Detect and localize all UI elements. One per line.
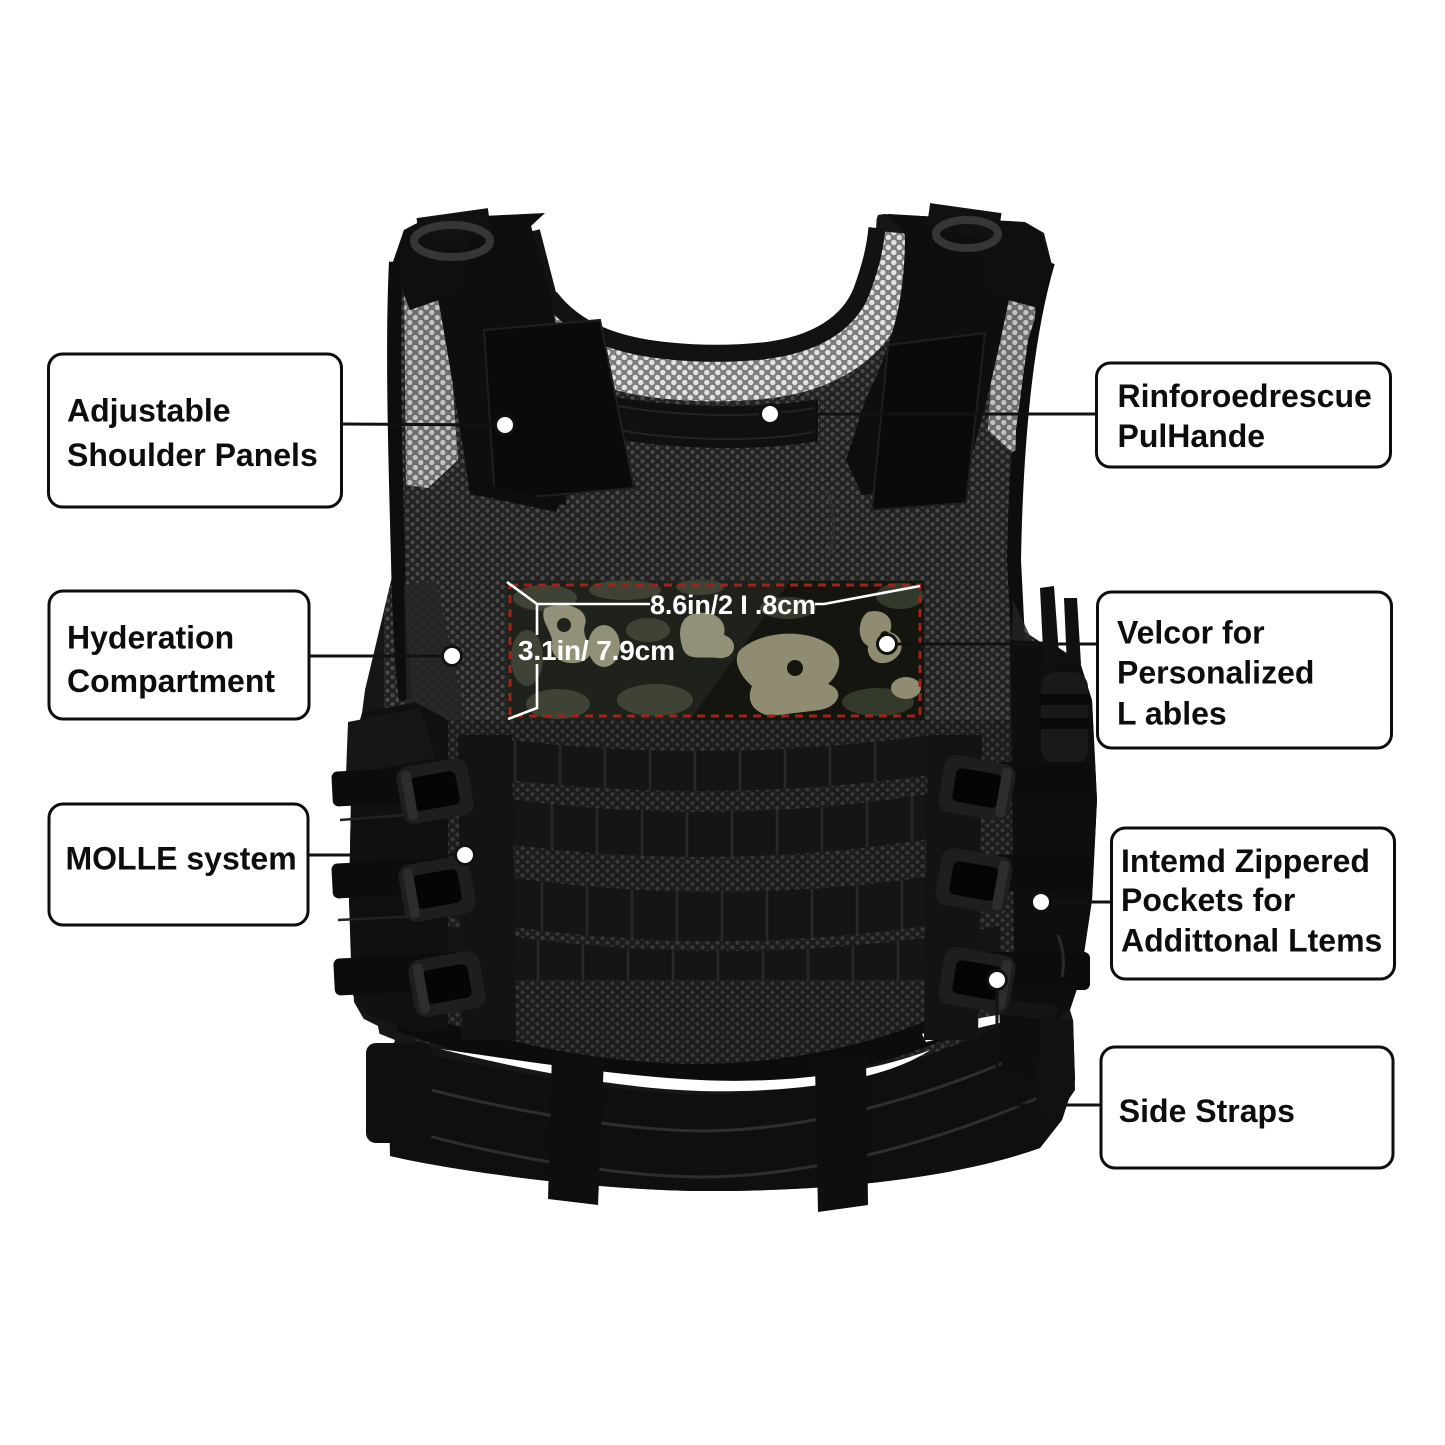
- svg-text:Pockets for: Pockets for: [1121, 882, 1295, 918]
- svg-text:Hyderation: Hyderation: [67, 620, 234, 656]
- svg-text:Adjustable: Adjustable: [67, 393, 231, 429]
- svg-text:MOLLE system: MOLLE system: [66, 841, 297, 877]
- svg-text:L ables: L ables: [1117, 696, 1227, 732]
- svg-text:Rinforoedrescue: Rinforoedrescue: [1118, 378, 1372, 414]
- svg-text:8.6in/2 I .8cm: 8.6in/2 I .8cm: [650, 590, 816, 620]
- svg-text:3.1in/ 7.9cm: 3.1in/ 7.9cm: [518, 635, 675, 666]
- svg-text:Compartment: Compartment: [67, 663, 275, 699]
- svg-text:Side Straps: Side Straps: [1119, 1093, 1295, 1129]
- svg-text:Velcor for: Velcor for: [1117, 615, 1265, 651]
- svg-text:Shoulder Panels: Shoulder Panels: [67, 437, 318, 473]
- svg-text:PulHande: PulHande: [1118, 418, 1266, 454]
- svg-text:Intemd Zippered: Intemd Zippered: [1121, 843, 1370, 879]
- svg-text:Personalized: Personalized: [1117, 655, 1314, 691]
- svg-text:Addittonal Ltems: Addittonal Ltems: [1121, 922, 1382, 958]
